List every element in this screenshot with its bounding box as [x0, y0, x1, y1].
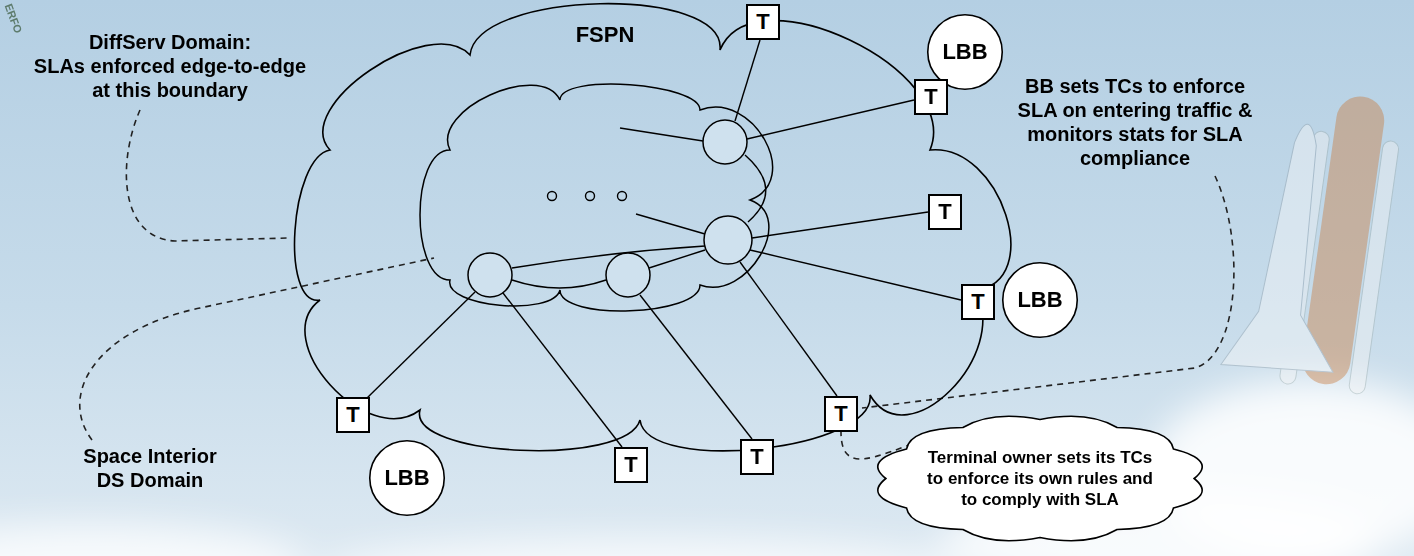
- callout-text: SLAs enforced edge-to-edge at this bound…: [25, 54, 315, 102]
- ellipsis-dot: [618, 192, 627, 201]
- terminal-box: T: [746, 4, 780, 40]
- link-line: [503, 293, 622, 447]
- network-cloud: FSPN: [200, 0, 1030, 470]
- link-line: [636, 214, 705, 234]
- leader-line: [80, 258, 434, 440]
- link-line: [366, 292, 475, 399]
- callout-text: BB sets TCs to enforce SLA on entering t…: [1005, 74, 1265, 170]
- callout-heading: DiffServ Domain:: [25, 30, 315, 54]
- space-interior-outline: [420, 84, 773, 311]
- link-line: [750, 250, 961, 300]
- link-line: [512, 280, 606, 288]
- link-line: [620, 128, 703, 141]
- link-line: [735, 40, 760, 121]
- routers: [468, 120, 752, 297]
- node-text: T: [756, 9, 769, 35]
- terminal-box: T: [961, 284, 995, 320]
- orbiter: [1221, 117, 1367, 380]
- inner-cloud: [420, 84, 773, 311]
- ellipsis-dot: [548, 192, 557, 201]
- link-line: [752, 212, 928, 238]
- lbb-circle: LBB: [1002, 262, 1078, 338]
- node-text: LBB: [1017, 287, 1062, 313]
- link-line: [747, 100, 914, 139]
- leader-line: [862, 176, 1234, 408]
- ellipsis-dot: [586, 192, 595, 201]
- link-line: [640, 295, 752, 439]
- ellipsis-dots: [548, 192, 627, 201]
- node-text: T: [346, 402, 359, 428]
- link-line: [745, 155, 766, 222]
- node-text: T: [971, 289, 984, 315]
- sky-cloud: [0, 524, 310, 556]
- lbb-circle-outline: [370, 441, 444, 515]
- domain-cloud-outline: [295, 4, 1011, 451]
- terminal-box: T: [928, 194, 962, 230]
- callout-text: Space Interior DS Domain: [75, 444, 225, 492]
- terminal-box: T: [614, 447, 648, 483]
- terminal-box: T: [336, 397, 370, 433]
- router-circle: [703, 120, 747, 164]
- callout-text: Terminal owner sets its TCs to enforce i…: [920, 447, 1160, 510]
- watermark-text: ERFO: [2, 2, 28, 44]
- network-links: [366, 40, 961, 447]
- lbb-circle: LBB: [369, 440, 445, 516]
- sky-clouds: [0, 380, 1414, 556]
- router-circle: [704, 216, 752, 264]
- link-line: [649, 250, 705, 268]
- callout-cloud-outline: [878, 416, 1202, 541]
- node-text: T: [938, 199, 951, 225]
- callout-cloud: Terminal owner sets its TCs to enforce i…: [876, 413, 1204, 544]
- node-text: LBB: [384, 465, 429, 491]
- node-text: T: [750, 444, 763, 470]
- router-circle: [468, 253, 512, 297]
- terminal-box: T: [914, 79, 948, 115]
- node-text: T: [834, 401, 847, 427]
- leader-line: [126, 110, 288, 241]
- shuttle-illustration: [1220, 82, 1406, 394]
- node-text: T: [924, 84, 937, 110]
- terminal-box: T: [824, 396, 858, 432]
- lbb-circle-outline: [1003, 263, 1077, 337]
- leader-lines: [80, 110, 1234, 440]
- node-text: T: [624, 452, 637, 478]
- router-circle: [606, 253, 650, 297]
- node-text: LBB: [942, 39, 987, 65]
- terminal-box: T: [740, 439, 774, 475]
- link-line: [740, 262, 837, 396]
- node-text: FSPN: [485, 22, 725, 48]
- cloud-outline-svg: [200, 0, 1030, 470]
- sky-cloud: [320, 538, 960, 556]
